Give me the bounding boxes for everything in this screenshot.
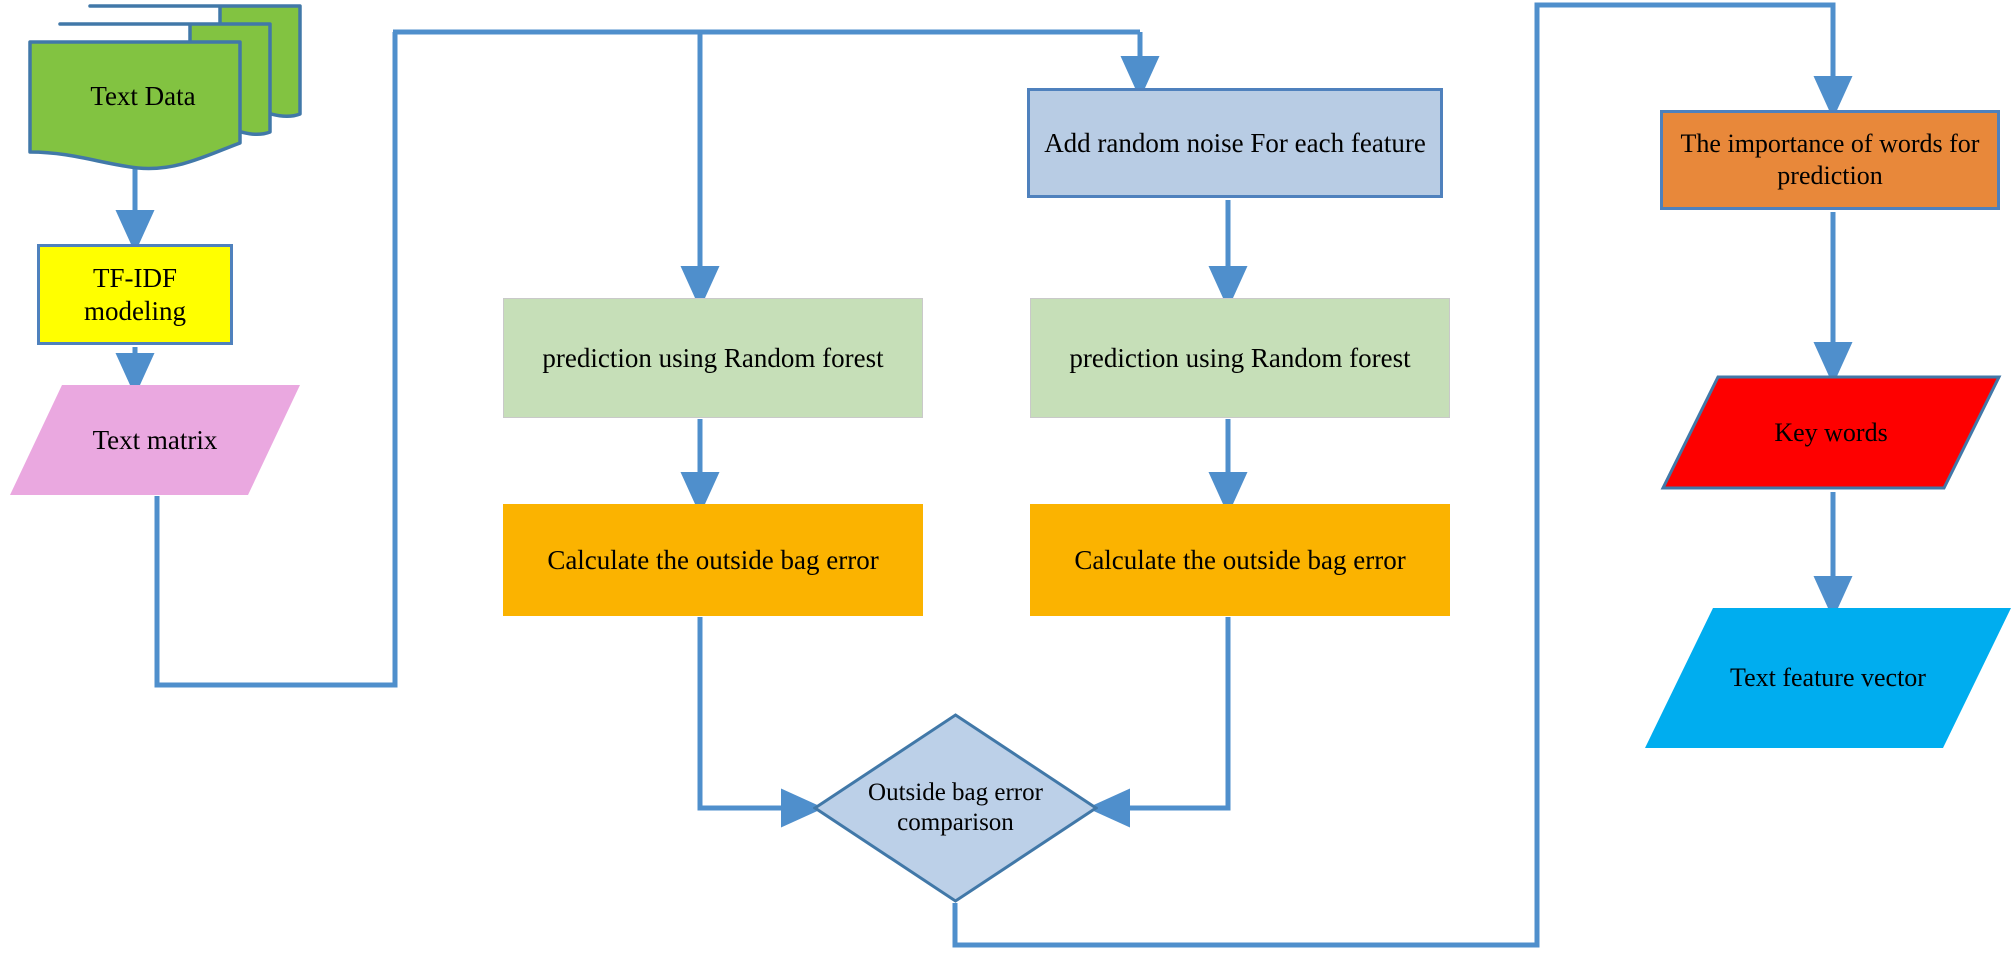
node-tfidf-modeling-label: TF-IDF modeling	[84, 262, 186, 326]
parallelogram-shape	[1645, 608, 2011, 748]
decision-diamond-shape	[813, 713, 1098, 903]
node-tfidf-modeling[interactable]: TF-IDF modeling	[37, 244, 233, 345]
parallelogram-shape	[10, 385, 300, 495]
node-add-random-noise[interactable]: Add random noise For each feature	[1027, 88, 1443, 198]
node-calculate-error-right[interactable]: Calculate the outside bag error	[1030, 504, 1450, 616]
node-word-importance[interactable]: The importance of words for prediction	[1660, 110, 2000, 210]
node-text-data[interactable]: Text Data	[24, 2, 304, 172]
node-text-feature-vector[interactable]: Text feature vector	[1645, 608, 2011, 748]
parallelogram-shape	[1660, 374, 2002, 491]
node-prediction-right[interactable]: prediction using Random forest	[1030, 298, 1450, 418]
node-text-matrix[interactable]: Text matrix	[10, 385, 300, 495]
node-calculate-error-left[interactable]: Calculate the outside bag error	[503, 504, 923, 616]
node-error-comparison[interactable]: Outside bag error comparison	[813, 713, 1098, 903]
node-key-words[interactable]: Key words	[1660, 374, 2002, 491]
node-text-matrix-label: Text matrix	[92, 424, 218, 455]
edge-calcleft-diamond	[697, 617, 824, 828]
node-text-feature-vector-label: Text feature vector	[1730, 663, 1926, 693]
node-key-words-label: Key words	[1774, 417, 1888, 447]
node-word-importance-label: The importance of words for prediction	[1680, 129, 1980, 190]
node-calculate-error-right-label: Calculate the outside bag error	[1074, 544, 1406, 575]
node-prediction-right-label: prediction using Random forest	[1069, 342, 1411, 373]
node-calculate-error-left-label: Calculate the outside bag error	[547, 544, 879, 575]
edge-calcright-diamond	[1087, 617, 1231, 828]
node-error-comparison-label: Outside bag error comparison	[868, 778, 1043, 837]
node-prediction-left[interactable]: prediction using Random forest	[503, 298, 923, 418]
node-prediction-left-label: prediction using Random forest	[542, 342, 884, 373]
node-add-random-noise-label: Add random noise For each feature	[1044, 127, 1426, 158]
node-text-data-label: Text Data	[90, 81, 196, 111]
